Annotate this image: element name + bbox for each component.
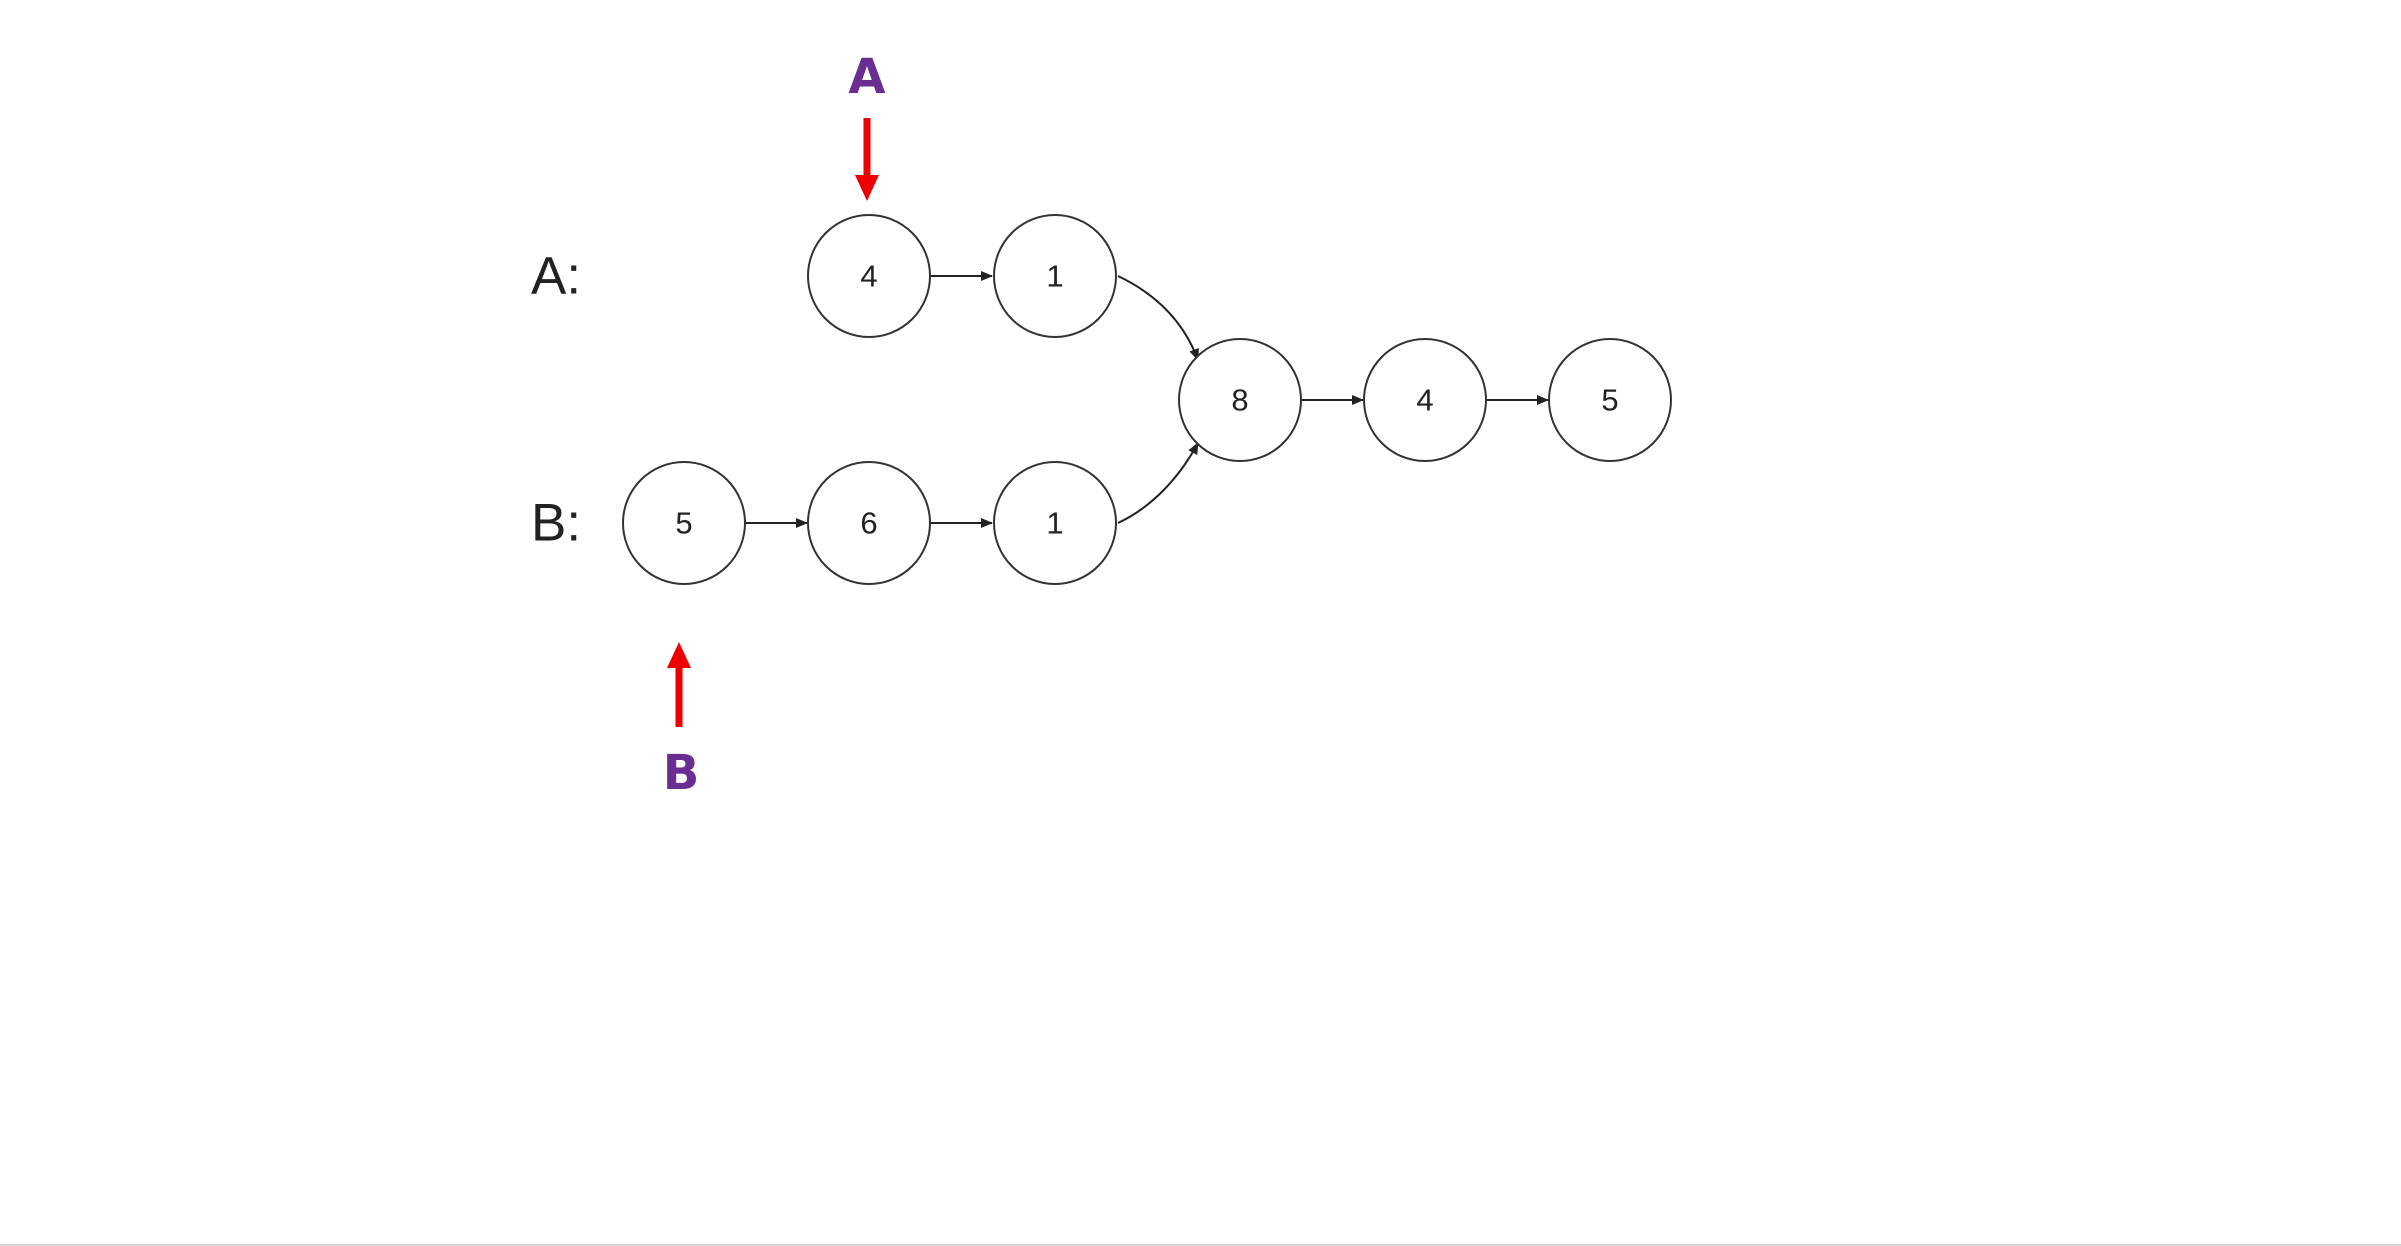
edges-group — [745, 271, 1549, 528]
node-c1: 8 — [1178, 338, 1302, 462]
node-b2: 6 — [807, 461, 931, 585]
node-c3-value: 5 — [1601, 383, 1618, 418]
pointer-a-label: A — [848, 49, 885, 105]
pointer-a: A — [848, 49, 886, 201]
node-c2: 4 — [1363, 338, 1487, 462]
pointer-b-arrow-up-icon — [667, 642, 691, 668]
node-b1-value: 5 — [675, 506, 692, 541]
node-c1-value: 8 — [1231, 383, 1248, 418]
node-b1: 5 — [622, 461, 746, 585]
edge-b3-c1 — [1117, 442, 1199, 524]
node-a1-value: 4 — [860, 259, 877, 294]
node-a2-value: 1 — [1046, 259, 1063, 294]
pointer-a-arrow-down-icon — [855, 175, 879, 201]
node-b3: 1 — [993, 461, 1117, 585]
node-c2-value: 4 — [1416, 383, 1433, 418]
row-label-b: B: — [531, 494, 581, 553]
node-b3-value: 1 — [1046, 506, 1063, 541]
node-c3: 5 — [1548, 338, 1672, 462]
bottom-divider — [0, 1244, 2401, 1246]
node-a1: 4 — [807, 214, 931, 338]
edge-a2-c1 — [1117, 275, 1199, 361]
node-a2: 1 — [993, 214, 1117, 338]
pointer-b: B — [663, 642, 700, 801]
node-b2-value: 6 — [860, 506, 877, 541]
pointer-b-label: B — [663, 745, 700, 801]
row-label-a: A: — [531, 247, 581, 306]
